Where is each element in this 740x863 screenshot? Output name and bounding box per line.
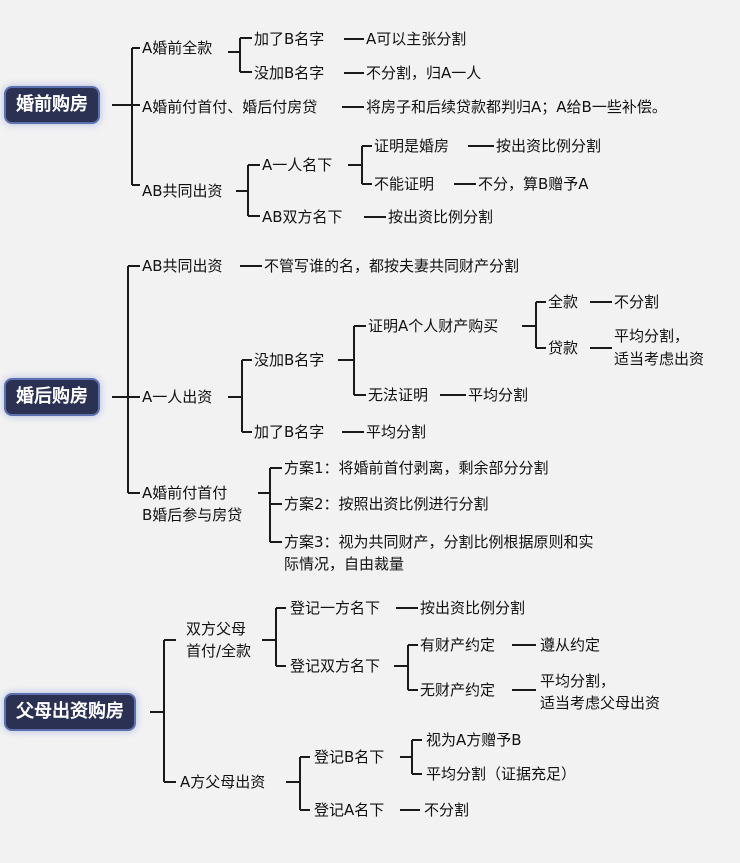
parents-a: A方父母出资: [180, 773, 266, 791]
parents-a-b-name: 登记B名下: [314, 748, 385, 766]
parents-a-a-name: 登记A名下: [314, 801, 385, 819]
postmarital-mixed-plan3-1: 方案3：视为共同财产，分割比例根据原则和实: [284, 533, 594, 551]
postmarital-a-only-loan: 贷款: [548, 339, 579, 357]
premarital-joint-proven-result: 按出资比例分割: [496, 137, 602, 155]
parents-both-agreement: 有财产约定: [420, 636, 496, 654]
premarital-joint-both: AB双方名下: [262, 208, 343, 226]
postmarital-mixed-plan3-2: 际情况，自由裁量: [284, 555, 405, 573]
premarital-joint-unproven-result: 不分，算B赠予A: [478, 175, 589, 193]
postmarital-a-only-full-result: 不分割: [614, 293, 660, 311]
premarital-full-pay-without-b-result: 不分割，归A一人: [366, 64, 482, 82]
parents-both-agreement-result: 遵从约定: [540, 636, 601, 654]
postmarital-joint-result: 不管写谁的名，都按夫妻共同财产分割: [264, 257, 520, 275]
premarital-joint-both-result: 按出资比例分割: [388, 208, 494, 226]
parents-both-one-name: 登记一方名下: [290, 599, 381, 617]
premarital-down-pay: A婚前付首付、婚后付房贷: [142, 98, 318, 116]
premarital-joint-a-only: A一人名下: [262, 156, 333, 174]
parents-both-two-names: 登记双方名下: [290, 657, 381, 675]
premarital-full-pay-without-b: 没加B名字: [254, 64, 325, 82]
parents-a-gift: 视为A方赠予B: [426, 731, 522, 749]
postmarital-a-only-with-b: 加了B名字: [254, 423, 325, 441]
parents-both-no-agreement: 无财产约定: [420, 681, 496, 699]
parents-both-2: 首付/全款: [186, 642, 252, 660]
parents-both-1: 双方父母: [186, 620, 247, 638]
parents-a-a-name-result: 不分割: [424, 801, 470, 819]
postmarital-a-only-without-b: 没加B名字: [254, 351, 325, 369]
postmarital-mixed-plan2: 方案2：按照出资比例进行分割: [284, 495, 489, 513]
root-postmarital: 婚后购房: [6, 380, 98, 414]
premarital-joint-proven: 证明是婚房: [374, 137, 450, 155]
postmarital-a-only: A一人出资: [142, 388, 213, 406]
postmarital-a-only-unproven: 无法证明: [368, 386, 429, 404]
premarital-full-pay-with-b-result: A可以主张分割: [366, 30, 467, 48]
postmarital-a-only-loan-result-1: 平均分割，: [614, 327, 690, 345]
premarital-joint: AB共同出资: [142, 182, 223, 200]
postmarital-joint: AB共同出资: [142, 257, 223, 275]
postmarital-mixed-plan1: 方案1：将婚前首付剥离，剩余部分分割: [284, 459, 549, 477]
premarital-full-pay-with-b: 加了B名字: [254, 30, 325, 48]
postmarital-a-only-full: 全款: [548, 293, 579, 311]
postmarital-mixed-2: B婚后参与房贷: [142, 506, 243, 524]
postmarital-mixed-1: A婚前付首付: [142, 484, 228, 502]
postmarital-a-only-unproven-result: 平均分割: [468, 386, 529, 404]
parents-a-split: 平均分割（证据充足）: [426, 765, 577, 783]
parents-both-no-agreement-result-1: 平均分割，: [540, 672, 616, 690]
root-premarital: 婚前购房: [6, 88, 98, 122]
premarital-down-pay-result: 将房子和后续贷款都判归A；A给B一些补偿。: [366, 98, 667, 116]
postmarital-a-only-proven: 证明A个人财产购买: [368, 317, 499, 335]
premarital-joint-unproven: 不能证明: [374, 175, 435, 193]
root-parents: 父母出资购房: [6, 695, 134, 729]
postmarital-a-only-loan-result-2: 适当考虑出资: [614, 350, 705, 368]
parents-both-one-name-result: 按出资比例分割: [420, 599, 526, 617]
postmarital-a-only-with-b-result: 平均分割: [366, 423, 427, 441]
parents-both-no-agreement-result-2: 适当考虑父母出资: [540, 694, 661, 712]
premarital-full-pay: A婚前全款: [142, 39, 213, 57]
